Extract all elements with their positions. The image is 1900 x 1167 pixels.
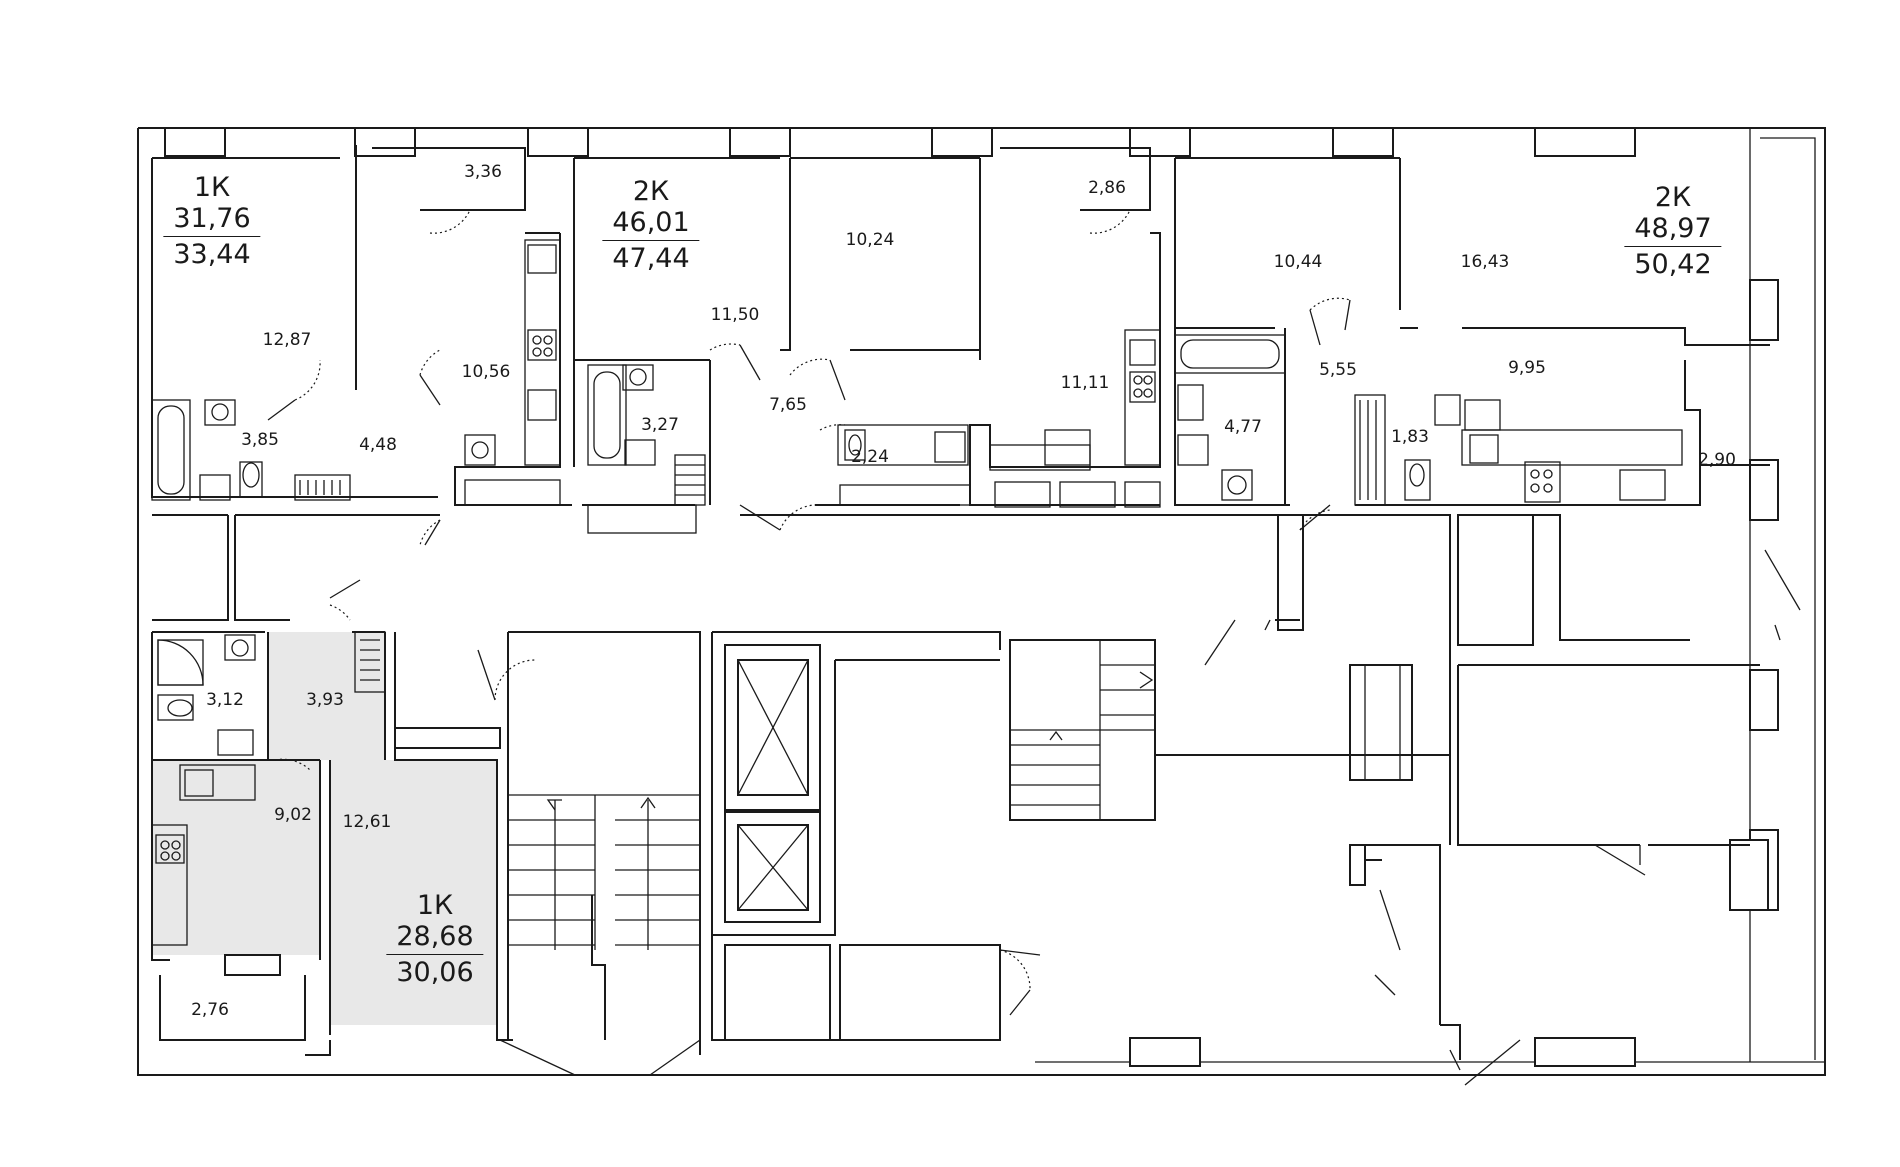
apartment-total-area: 47,44: [612, 243, 690, 275]
room-area: 1,83: [1391, 427, 1429, 447]
room-area: 2,76: [191, 1000, 229, 1020]
apartment-living-area: 31,76: [163, 203, 261, 238]
room-area: 2,90: [1698, 450, 1736, 470]
apartment-label-1: 1К 31,76 33,44: [163, 172, 261, 271]
room-area: 3,93: [306, 690, 344, 710]
room-area: 9,02: [274, 805, 312, 825]
apartment-living-area: 46,01: [602, 207, 700, 242]
interior-walls: [151, 145, 1770, 1060]
room-area: 3,12: [206, 690, 244, 710]
apartment-living-area: 48,97: [1624, 213, 1722, 248]
room-area: 12,87: [262, 330, 312, 350]
room-area: 5,55: [1319, 360, 1357, 380]
room-area: 10,44: [1273, 252, 1323, 272]
apartment-total-area: 30,06: [396, 957, 474, 989]
room-area: 9,95: [1508, 358, 1546, 378]
highlighted-apartment: [152, 632, 497, 1025]
room-area: 11,11: [1060, 373, 1110, 393]
room-area: 16,43: [1460, 252, 1510, 272]
elevator-2: [724, 811, 821, 923]
apartment-label-3: 2К 48,97 50,42: [1624, 182, 1722, 281]
room-area: 4,77: [1224, 417, 1262, 437]
room-area: 10,24: [845, 230, 895, 250]
room-area: 4,48: [359, 435, 397, 455]
apartment-label-2: 2К 46,01 47,44: [602, 176, 700, 275]
door-swings: [267, 209, 1801, 1086]
apartment-type: 1К: [193, 172, 231, 203]
apartment-total-area: 50,42: [1634, 249, 1712, 281]
room-area: 12,61: [342, 812, 392, 832]
room-area: 10,56: [461, 362, 511, 382]
apartment-type: 1К: [416, 890, 454, 921]
apartment-type: 2К: [1654, 182, 1692, 213]
room-area: 11,50: [710, 305, 760, 325]
apartment-total-area: 33,44: [173, 239, 251, 271]
stair-left: [508, 794, 700, 1040]
apartment-living-area: 28,68: [386, 921, 484, 956]
room-area: 3,27: [641, 415, 679, 435]
elevator-1: [724, 644, 821, 811]
fixtures: [151, 239, 1683, 946]
apartment-type: 2К: [632, 176, 670, 207]
outer-walls: [137, 127, 1826, 1076]
apartment-label-4: 1К 28,68 30,06: [386, 890, 484, 989]
room-area: 3,85: [241, 430, 279, 450]
room-area: 3,36: [464, 162, 502, 182]
room-area: 2,86: [1088, 178, 1126, 198]
room-area: 7,65: [769, 395, 807, 415]
stair-right: [1009, 639, 1156, 821]
room-area: 2,24: [851, 447, 889, 467]
